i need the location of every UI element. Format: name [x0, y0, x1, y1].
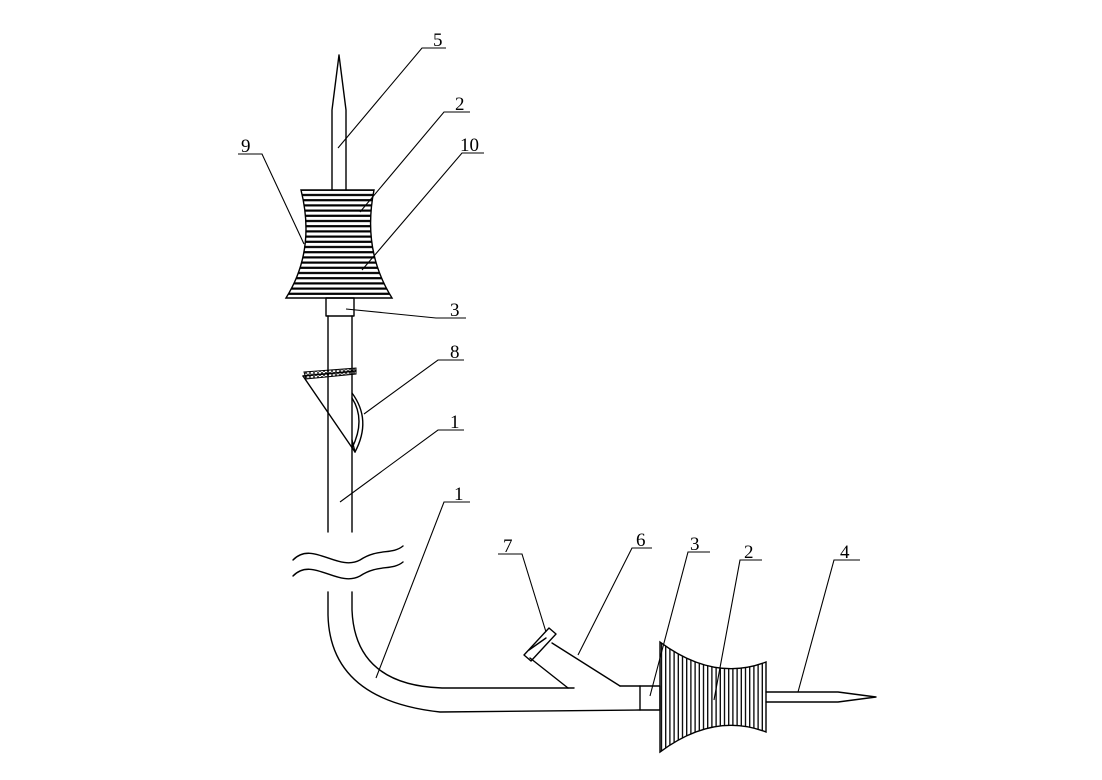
upper-connector — [325, 297, 355, 317]
label-cap-7: 7 — [503, 536, 513, 557]
upper-grip — [284, 189, 394, 299]
roller-clamp — [302, 367, 364, 453]
lower-spike — [765, 691, 877, 703]
lower-tube-outer-wall — [327, 591, 641, 713]
label-upper-grip-2: 2 — [455, 94, 465, 115]
label-upper-grip-10: 10 — [460, 135, 479, 156]
label-upper-spike-5: 5 — [433, 30, 443, 51]
label-lower-spike-4: 4 — [840, 542, 850, 563]
side-port — [529, 657, 569, 689]
label-upper-tube-1: 1 — [450, 412, 460, 433]
label-lower-grip-2: 2 — [744, 542, 754, 563]
lower-tube-inner-wall — [351, 591, 569, 689]
break-mark — [292, 545, 404, 580]
label-lower-tube-1: 1 — [454, 484, 464, 505]
upper-spike — [331, 54, 347, 191]
label-lower-connector-3: 3 — [690, 534, 700, 555]
side-port-cap — [523, 627, 557, 662]
label-upper-grip-9: 9 — [241, 136, 251, 157]
label-side-port-6: 6 — [636, 530, 646, 551]
lower-grip — [659, 640, 767, 754]
leader-lines — [238, 47, 860, 701]
label-clamp-8: 8 — [450, 342, 460, 363]
label-upper-connector-3: 3 — [450, 300, 460, 321]
lower-connector — [639, 685, 661, 711]
